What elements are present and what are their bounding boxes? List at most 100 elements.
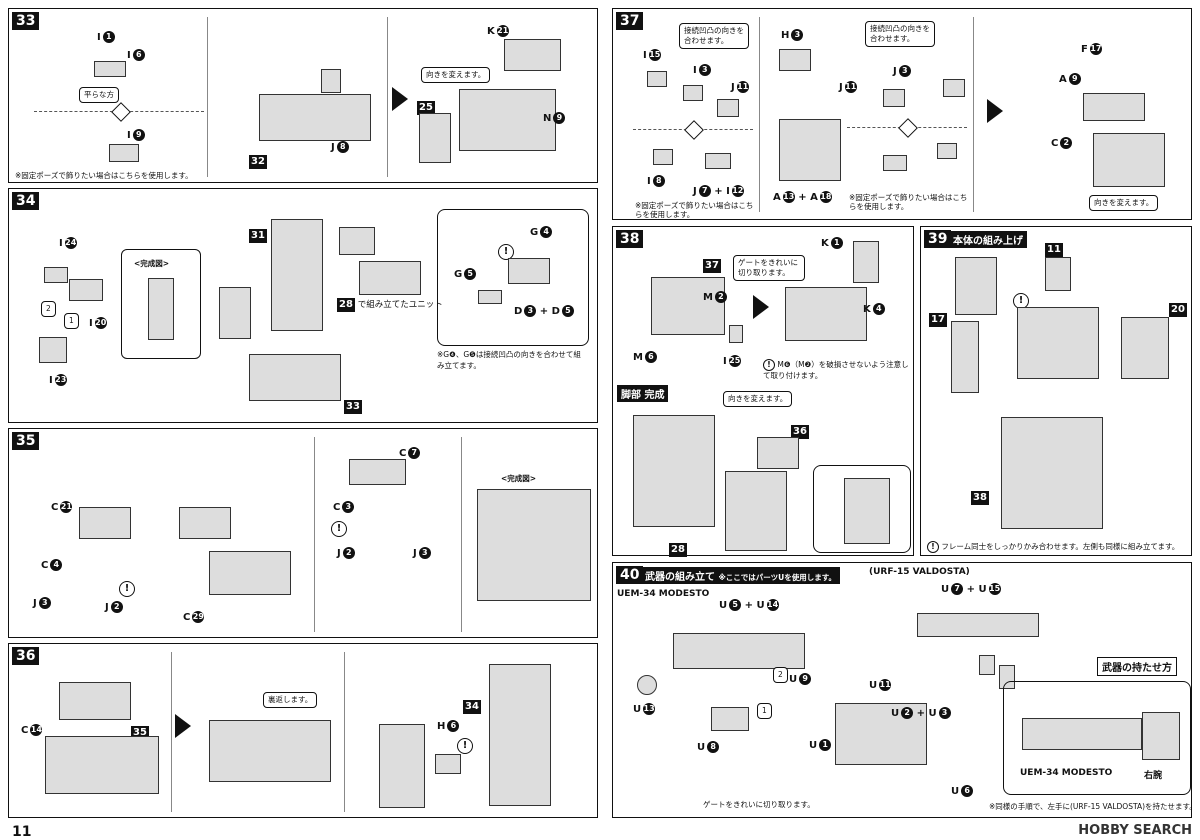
callout-align-joints: 接続凹凸の向きを合わせます。 [679, 23, 749, 49]
part-illustration [1083, 93, 1145, 121]
unit-label: 28 で組み立てたユニット [337, 298, 443, 312]
weapon-illustration [673, 633, 805, 669]
caution-icon: ! [457, 738, 473, 754]
part-illustration [349, 459, 406, 485]
part-illustration [757, 437, 799, 469]
step-note: ※固定ポーズで飾りたい場合はこちらを使用します。 [635, 201, 754, 219]
part-illustration [729, 325, 743, 343]
part-illustration [979, 655, 995, 675]
step-number: 38 [616, 230, 644, 248]
frame-illustration [785, 287, 867, 341]
part-illustration [937, 143, 957, 159]
step-39: 39 本体の組み上げ 11 17 8 20 38 ! ! フレーム同士をしっかり… [920, 226, 1192, 556]
part-ref: 36 [791, 425, 809, 439]
frame-illustration [477, 489, 591, 601]
part-illustration [705, 153, 731, 169]
frame-illustration [259, 94, 371, 141]
complete-view-label: <完成図> [501, 474, 537, 483]
part-illustration [508, 258, 550, 284]
part-ref: 32 [249, 155, 267, 169]
step-number: 39 [924, 230, 952, 248]
part-illustration [219, 287, 251, 339]
callout-flip: 裏返します。 [263, 692, 318, 708]
gate-note: ゲートをきれいに切り取ります。 [703, 800, 815, 809]
frame-illustration [633, 415, 715, 527]
part-ref: 20 [1169, 303, 1187, 317]
part-illustration [39, 337, 67, 363]
frame-illustration [45, 736, 159, 794]
part-illustration [647, 71, 667, 87]
caution-icon: ! [498, 244, 514, 260]
part-illustration [717, 99, 739, 117]
part-ref: 28 [669, 543, 687, 557]
part-illustration [109, 144, 139, 162]
callout-gate: ゲートをきれいに切り取ります。 [733, 255, 805, 281]
part-illustration [504, 39, 561, 71]
callout-align-joints: 接続凹凸の向きを合わせます。 [865, 21, 935, 47]
alt-diamond-icon [684, 120, 704, 140]
part-illustration [683, 85, 703, 101]
frame-illustration [725, 471, 787, 551]
part-illustration [943, 79, 965, 97]
hold-title: 武器の持たせ方 [1097, 657, 1177, 676]
hold-box: UEM-34 MODESTO 右腕 [1003, 681, 1191, 795]
order-mark: 2 [773, 667, 788, 683]
part-illustration [339, 227, 375, 255]
page-number: 11 [12, 824, 32, 840]
step-number: 37 [616, 12, 644, 30]
part-illustration [359, 261, 421, 295]
section-tag-leg-complete: 脚部 完成 [617, 385, 669, 402]
caution-icon: ! [927, 541, 939, 553]
part-illustration [435, 754, 461, 774]
step-title: 武器の組み立て ※ここではパーツUを使用します。 [641, 567, 840, 584]
step-note: ※固定ポーズで飾りたい場合はこちらを使用します。 [849, 193, 968, 211]
part-illustration [419, 113, 451, 163]
detail-box [813, 465, 911, 553]
next-arrow-icon [987, 99, 1003, 123]
arm-illustration [1142, 712, 1180, 760]
order-mark: 1 [64, 313, 79, 329]
alt-diamond-icon [111, 102, 131, 122]
frame-illustration [1001, 417, 1103, 529]
part-illustration [883, 155, 907, 171]
step-number: 36 [12, 647, 40, 665]
part-ref: 34 [463, 700, 481, 714]
step-note: ※G❹、G❺は接続凹凸の向きを合わせて組み立てます。 [437, 350, 581, 370]
part-illustration [1121, 317, 1169, 379]
part-illustration [1045, 257, 1071, 291]
part-illustration [637, 675, 657, 695]
frame-illustration [1017, 307, 1099, 379]
next-arrow-icon [392, 87, 408, 111]
part-illustration [779, 49, 811, 71]
